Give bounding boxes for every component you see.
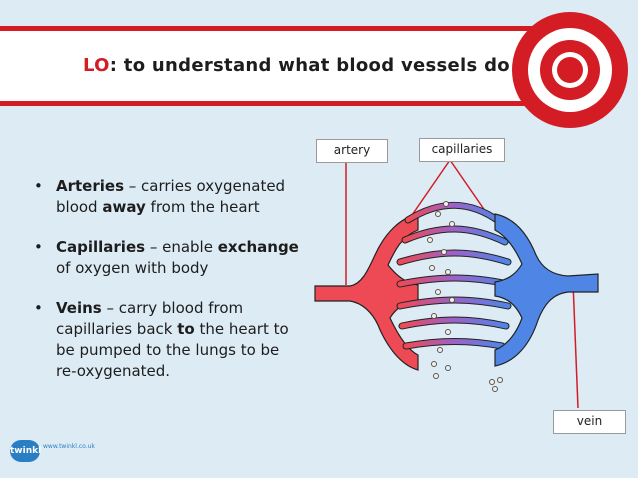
bullet-term: Capillaries — [56, 238, 146, 256]
title-lo: LO — [83, 55, 110, 76]
vein-shape — [494, 213, 599, 367]
bullet-arteries: • Arteries – carries oxygenated blood aw… — [34, 176, 304, 218]
bullet-text: of oxygen with body — [56, 259, 209, 277]
bullet-text: from the heart — [145, 198, 260, 216]
bullet-term: Veins — [56, 299, 102, 317]
twinkl-logo: twinkl www.twinkl.co.uk — [10, 440, 95, 468]
bullet-emphasis: away — [102, 198, 146, 216]
bullet-text: the heart to be pumped to the lungs to b… — [56, 320, 289, 380]
bullet-emphasis: exchange — [217, 238, 299, 256]
twinkl-logo-badge: twinkl — [10, 440, 41, 462]
bullet-term: Arteries — [56, 177, 124, 195]
label-vein: vein — [553, 410, 626, 434]
artery-shape — [314, 213, 419, 371]
bullet-dot: • — [34, 299, 43, 317]
bullet-text: – carries oxygenated blood — [56, 177, 286, 216]
slide-title: LO: to understand what blood vessels do — [83, 55, 510, 76]
title-text: : to understand what blood vessels do — [109, 55, 510, 76]
bullet-capillaries: • Capillaries – enable exchange of oxyge… — [34, 237, 304, 279]
label-artery: artery — [316, 139, 388, 163]
bullet-dot: • — [34, 238, 43, 256]
bullet-dot: • — [34, 177, 43, 195]
bullet-list: • Arteries – carries oxygenated blood aw… — [34, 176, 304, 401]
blood-cells — [427, 201, 503, 392]
bullet-text: – carry blood from capillaries back — [56, 299, 244, 338]
bullet-emphasis: to — [177, 320, 195, 338]
title-banner — [0, 26, 560, 106]
bullet-text: – enable — [145, 238, 218, 256]
bullet-veins: • Veins – carry blood from capillaries b… — [34, 298, 304, 382]
label-capillaries: capillaries — [419, 138, 505, 162]
target-icon — [512, 12, 628, 128]
twinkl-url: www.twinkl.co.uk — [43, 443, 95, 450]
